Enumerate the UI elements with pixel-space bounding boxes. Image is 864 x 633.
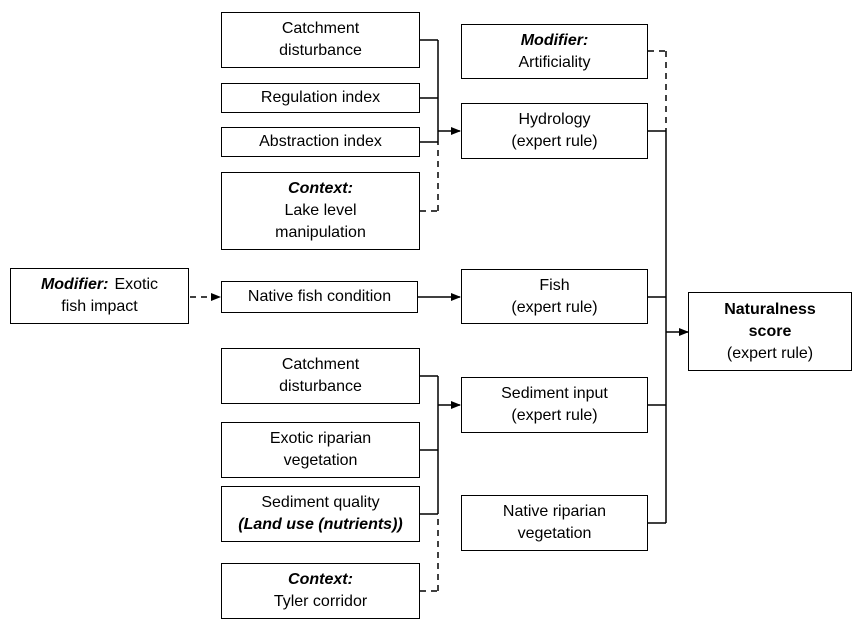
modifier-fish-label: Modifier: <box>40 276 109 293</box>
catchment1-line1: Catchment <box>281 20 360 37</box>
native-riparian-line1: Native riparian <box>502 503 607 520</box>
sediment-quality-line1: Sediment quality <box>261 494 380 511</box>
native-riparian-line2: vegetation <box>517 525 592 542</box>
catchment-disturbance-box-bottom: Catchment disturbance <box>221 348 420 404</box>
sediment-input-line1: Sediment input <box>501 385 608 402</box>
modifier-fish-line2: fish impact <box>61 298 138 315</box>
modifier-art-label: Modifier: <box>520 31 589 49</box>
hydrology-line2: (expert rule) <box>511 133 598 150</box>
sediment-input-box: Sediment input (expert rule) <box>461 377 648 433</box>
modifier-fish-label-rest: Exotic <box>114 276 159 293</box>
context-lake-line2: manipulation <box>275 224 366 241</box>
modifier-fish-row: Modifier: Exotic <box>41 274 158 296</box>
context-tyler-corridor-box: Context: Tyler corridor <box>221 563 420 619</box>
naturalness-line1: Naturalness <box>724 300 816 318</box>
exotic-riparian-line2: vegetation <box>283 452 358 469</box>
fish-line2: (expert rule) <box>511 298 598 316</box>
context-lake-label: Context: <box>288 180 353 197</box>
exotic-riparian-vegetation-box: Exotic riparian vegetation <box>221 422 420 478</box>
abstraction-index-box: Abstraction index <box>221 127 420 157</box>
context-lake-level-box: Context: Lake level manipulation <box>221 172 420 250</box>
sediment-quality-line2: (Land use (nutrients)) <box>238 516 403 533</box>
context-lake-line1: Lake level <box>284 202 357 219</box>
modifier-exotic-fish-box: Modifier: Exotic fish impact <box>10 268 189 324</box>
catchment-disturbance-box-top: Catchment disturbance <box>221 12 420 68</box>
native-riparian-vegetation-box: Native riparian vegetation <box>461 495 648 551</box>
naturalness-line2: score <box>748 322 792 340</box>
regulation-index-box: Regulation index <box>221 83 420 113</box>
native-fish-label: Native fish condition <box>247 288 392 305</box>
abstraction-index-label: Abstraction index <box>259 133 382 150</box>
exotic-riparian-line1: Exotic riparian <box>269 430 372 447</box>
sediment-input-line2: (expert rule) <box>511 407 598 424</box>
context-tyler-line1: Tyler corridor <box>273 593 368 610</box>
fish-box: Fish (expert rule) <box>461 269 648 324</box>
hydrology-line1: Hydrology <box>518 111 591 128</box>
modifier-artificiality-box: Modifier: Artificiality <box>461 24 648 79</box>
context-tyler-label: Context: <box>288 571 353 588</box>
sediment-quality-box: Sediment quality (Land use (nutrients)) <box>221 486 420 542</box>
native-fish-condition-box: Native fish condition <box>221 281 418 313</box>
regulation-index-label: Regulation index <box>260 89 381 106</box>
catchment1-line2: disturbance <box>279 42 362 59</box>
catchment2-line1: Catchment <box>281 356 360 373</box>
naturalness-line3: (expert rule) <box>726 344 814 362</box>
catchment2-line2: disturbance <box>279 378 362 395</box>
modifier-art-line1: Artificiality <box>518 53 591 71</box>
hydrology-box: Hydrology (expert rule) <box>461 103 648 159</box>
fish-line1: Fish <box>539 276 570 294</box>
naturalness-score-box: Naturalness score (expert rule) <box>688 292 852 371</box>
